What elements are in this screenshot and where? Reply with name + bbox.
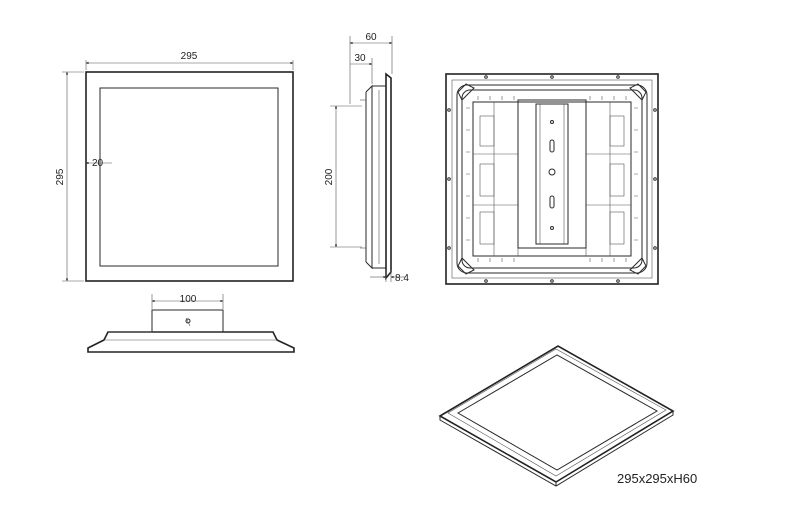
rear-housing-rim [456, 84, 648, 274]
rear-cell-grid [472, 101, 632, 257]
bottom-mount-box [151, 309, 224, 333]
rear-mounting-plate [517, 99, 587, 249]
side-view: 60 30 200 8.4 [324, 32, 409, 284]
front-inner-panel [99, 87, 279, 267]
side-body-housing [365, 84, 373, 270]
iso-outer-frame [438, 345, 675, 483]
side-panel-edge [385, 72, 392, 281]
iso-inner-panel [457, 354, 659, 471]
bottom-screw-hole [185, 318, 191, 324]
product-dimensions-caption: 295x295xH60 [617, 471, 697, 486]
bottom-panel-profile [87, 331, 295, 353]
front-frame-label: 20 [92, 158, 104, 169]
front-view: 295 295 20 [55, 51, 294, 282]
rear-view [445, 73, 659, 285]
rear-slot-top [549, 139, 555, 153]
isometric-view: 295x295xH60 [438, 345, 697, 487]
side-height-label: 200 [324, 168, 335, 185]
rear-center-hole [548, 168, 556, 176]
front-outer-frame [85, 71, 294, 282]
front-height-label: 295 [55, 168, 66, 185]
side-body-label: 30 [354, 53, 366, 64]
bottom-view: 100 [87, 294, 295, 353]
bottom-mount-label: 100 [180, 294, 197, 305]
side-panel-label: 8.4 [395, 273, 409, 284]
front-width-label: 295 [181, 51, 198, 62]
rear-mounting-bracket [535, 103, 569, 245]
side-depth-label: 60 [365, 32, 377, 43]
rear-slot-bottom [549, 195, 555, 209]
rear-outer-frame [445, 73, 659, 285]
